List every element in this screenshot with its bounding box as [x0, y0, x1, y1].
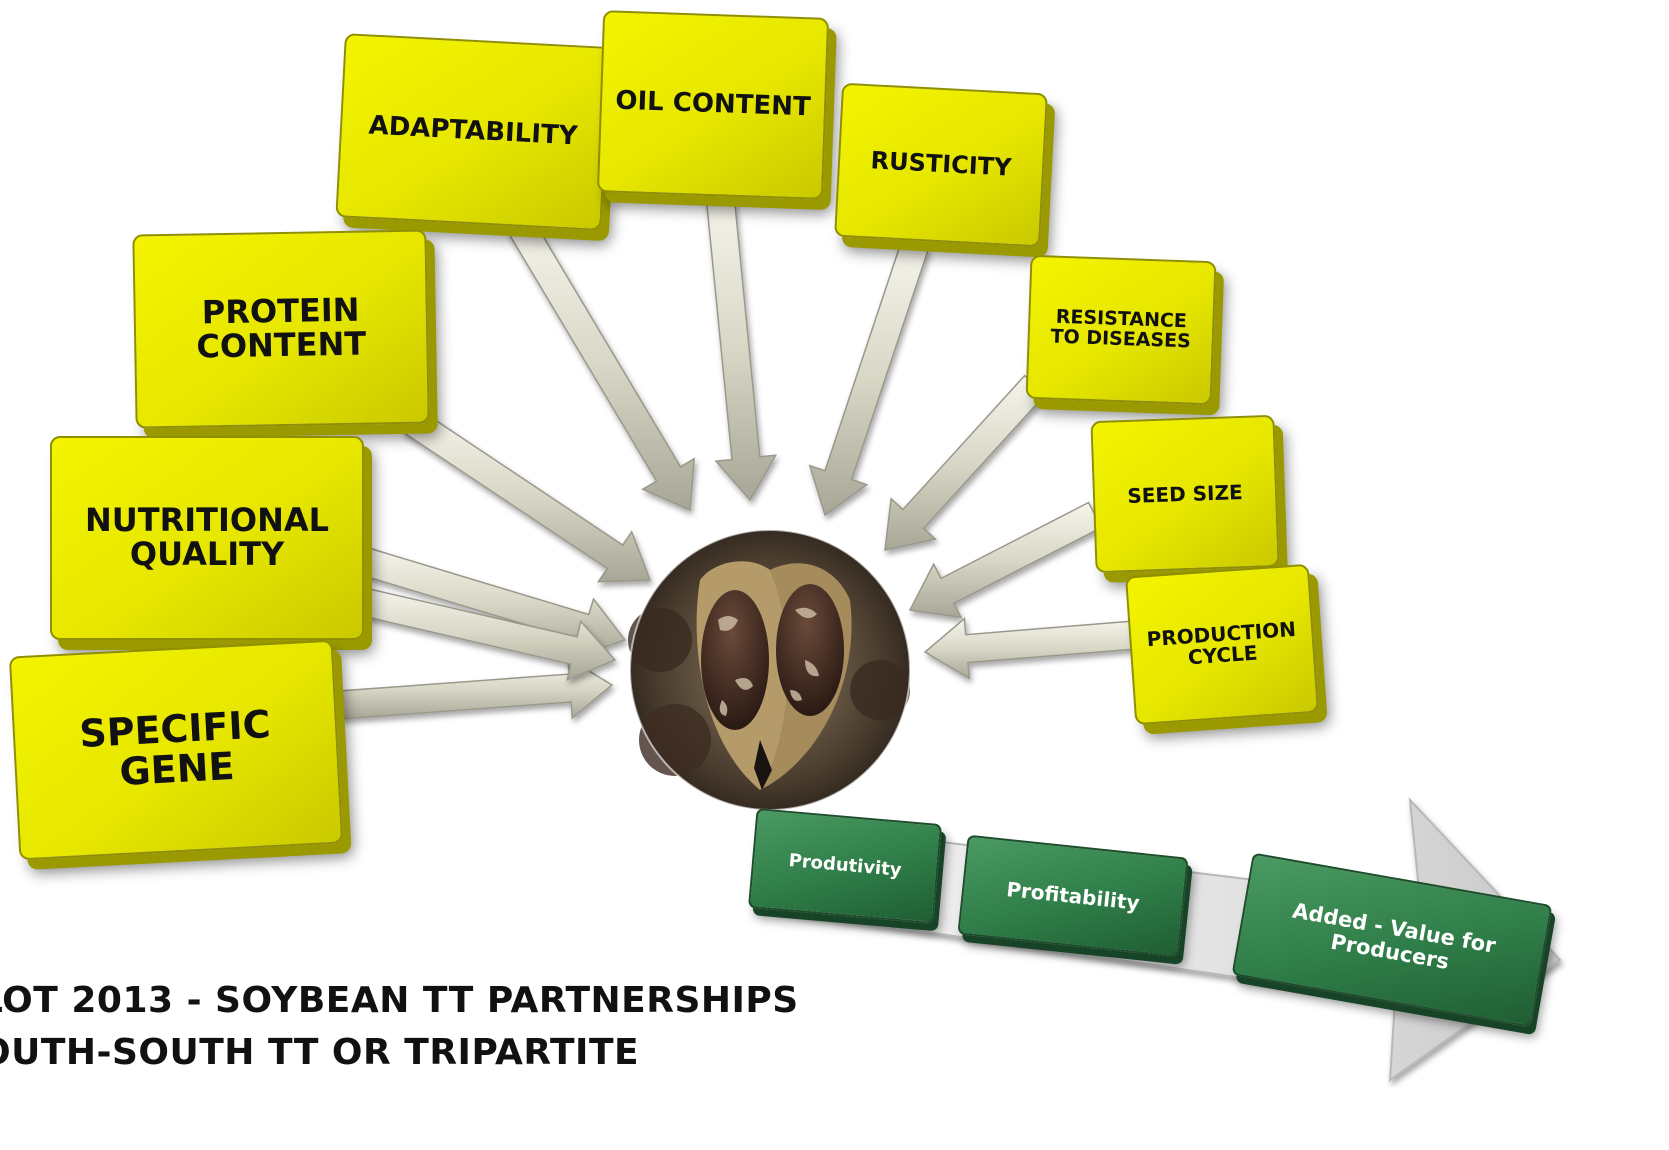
- trait-label-production-cycle: PRODUCTION CYCLE: [1145, 616, 1297, 669]
- trait-box-rusticity: RUSTICITY: [834, 82, 1048, 248]
- trait-label-seed-size: SEED SIZE: [1126, 479, 1244, 508]
- arrow-specific-gene: [338, 656, 614, 720]
- arrow-adaptability: [506, 216, 696, 512]
- trait-label-nutritional-quality: NUTRITIONAL QUALITY: [84, 501, 329, 573]
- trait-box-protein-content: PROTEIN CONTENT: [132, 229, 430, 429]
- arrow-rusticity: [808, 239, 930, 517]
- outcome-label-produtivity: Produtivity: [787, 849, 903, 881]
- outcome-box-produtivity: Produtivity: [747, 808, 943, 924]
- trait-box-specific-gene: SPECIFIC GENE: [8, 639, 344, 861]
- arrow-nutritional-quality-2: [351, 585, 617, 682]
- trait-box-seed-size: SEED SIZE: [1090, 414, 1280, 574]
- outcome-label-profitability: Profitability: [1005, 876, 1141, 915]
- arrow-production-cycle: [923, 617, 1137, 680]
- arrow-protein-content: [401, 407, 652, 583]
- trait-box-adaptability: ADAPTABILITY: [335, 33, 611, 231]
- trait-box-oil-content: OIL CONTENT: [596, 10, 830, 200]
- castor-seed-photo: [628, 529, 911, 811]
- trait-label-specific-gene: SPECIFIC GENE: [78, 702, 272, 794]
- arrow-seed-size: [908, 501, 1103, 619]
- arrow-resistance-to-diseases: [884, 374, 1047, 551]
- trait-box-resistance-to-diseases: RESISTANCE TO DISEASES: [1025, 254, 1217, 406]
- arrow-oil-content: [705, 192, 778, 502]
- outcome-label-added-value: Added - Value for Producers: [1290, 898, 1498, 975]
- trait-label-oil-content: OIL CONTENT: [614, 85, 812, 123]
- trait-box-nutritional-quality: NUTRITIONAL QUALITY: [50, 436, 364, 640]
- trait-box-production-cycle: PRODUCTION CYCLE: [1125, 563, 1319, 726]
- footer-line-1: LOT 2013 - SOYBEAN TT PARTNERSHIPS: [0, 980, 799, 1021]
- trait-arrows: [338, 192, 1137, 720]
- trait-label-resistance-to-diseases: RESISTANCE TO DISEASES: [1050, 305, 1192, 353]
- footer-line-2: OUTH-SOUTH TT OR TRIPARTITE: [0, 1032, 640, 1073]
- trait-label-rusticity: RUSTICITY: [869, 146, 1013, 183]
- trait-label-protein-content: PROTEIN CONTENT: [196, 291, 367, 366]
- trait-label-adaptability: ADAPTABILITY: [367, 110, 579, 152]
